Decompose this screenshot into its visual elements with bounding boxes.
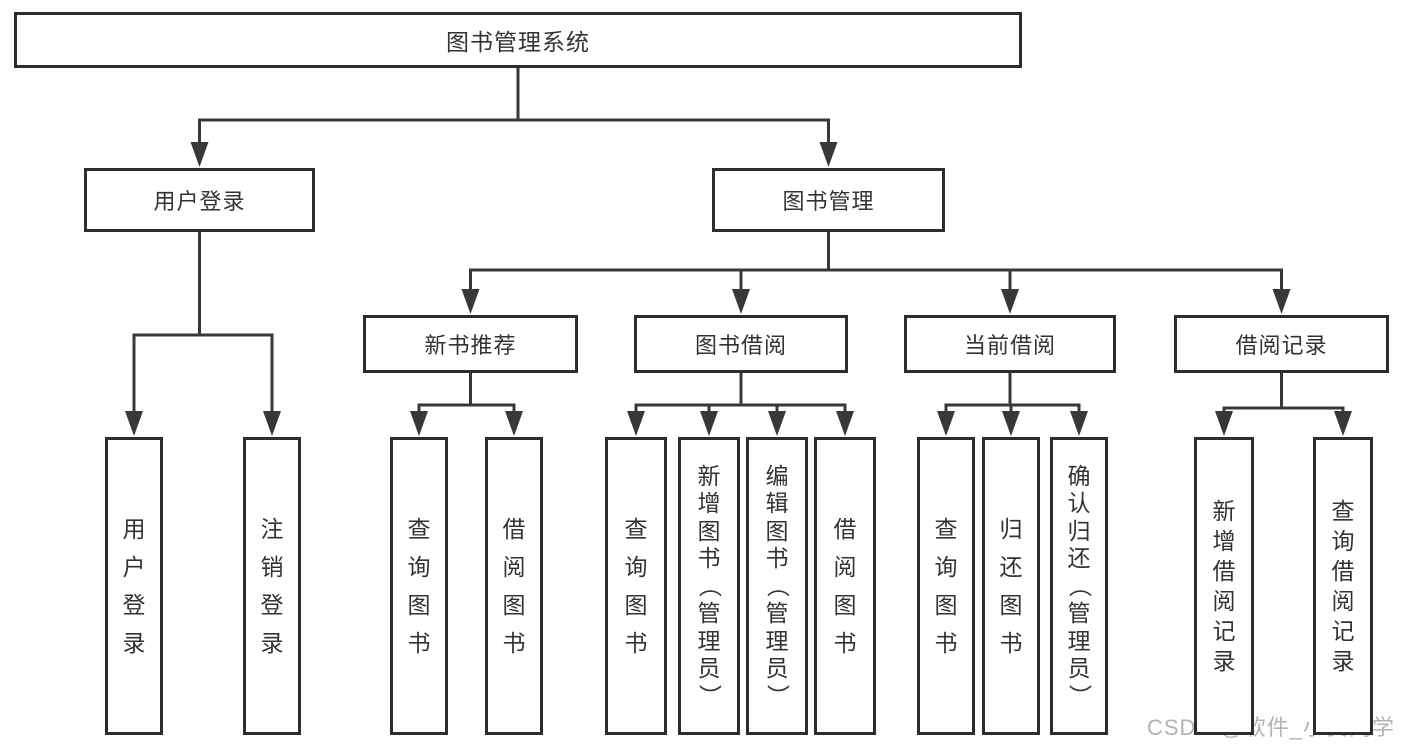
node-leaf-br-query: 查询借阅记录 [1313,437,1373,735]
node-label: 归还图书 [999,515,1023,656]
node-label: 新书推荐 [424,333,517,358]
node-label: 注销登录 [260,515,284,656]
node-label: 查询图书 [624,515,648,656]
node-label: 查询图书 [407,515,431,656]
node-label: 编辑图书（管理员） [764,462,791,708]
node-leaf-br-add: 新增借阅记录 [1194,437,1254,735]
node-label: 借阅图书 [833,515,857,656]
node-label: 图书借阅 [694,333,787,358]
node-user-login: 用户登录 [84,168,315,232]
arrow-head [732,289,750,314]
arrow-head [937,411,955,436]
node-borrow-record: 借阅记录 [1174,315,1389,373]
node-leaf-bb-query: 查询图书 [605,437,667,735]
arrow-head [1215,411,1233,436]
node-leaf-user-login: 用户登录 [105,437,163,735]
node-label: 新增借阅记录 [1212,497,1236,674]
node-leaf-bb-borrow: 借阅图书 [814,437,876,735]
arrow-head [1002,411,1020,436]
node-leaf-bb-edit: 编辑图书（管理员） [746,437,808,735]
node-label: 借阅记录 [1235,333,1328,358]
arrow-head [1272,289,1291,314]
node-label: 借阅图书 [502,515,526,656]
arrow-head [461,289,480,314]
node-label: 用户登录 [122,515,146,656]
node-root: 图书管理系统 [14,12,1022,68]
node-leaf-cb-return: 归还图书 [982,437,1040,735]
arrow-head [627,411,645,436]
arrow-head [819,142,838,167]
node-leaf-nb-query: 查询图书 [390,437,448,735]
arrow-head [1070,411,1088,436]
node-label: 新增图书（管理员） [696,462,723,708]
arrow-head [263,411,281,436]
arrow-head [190,142,209,167]
node-leaf-bb-add: 新增图书（管理员） [678,437,740,735]
arrow-head [125,411,143,436]
node-leaf-nb-borrow: 借阅图书 [485,437,543,735]
node-label: 当前借阅 [963,333,1056,358]
node-current-borrow: 当前借阅 [904,315,1116,373]
arrow-head [768,411,786,436]
node-leaf-logout: 注销登录 [243,437,301,735]
arrow-head [410,411,428,436]
arrow-head [836,411,854,436]
node-label: 图书管理 [782,189,875,214]
arrow-head [700,411,718,436]
arrow-head [1001,289,1019,314]
node-new-book: 新书推荐 [363,315,578,373]
arrow-head [505,411,523,436]
node-label: 查询借阅记录 [1331,497,1355,674]
node-book-mgmt: 图书管理 [712,168,945,232]
node-book-borrow: 图书借阅 [634,315,848,373]
arrow-head [1334,411,1352,436]
node-label: 图书管理系统 [446,29,590,55]
node-leaf-cb-confirm: 确认归还（管理员） [1050,437,1108,735]
node-label: 用户登录 [153,189,246,214]
node-leaf-cb-query: 查询图书 [917,437,975,735]
node-label: 查询图书 [934,515,958,656]
node-label: 确认归还（管理员） [1066,462,1093,708]
